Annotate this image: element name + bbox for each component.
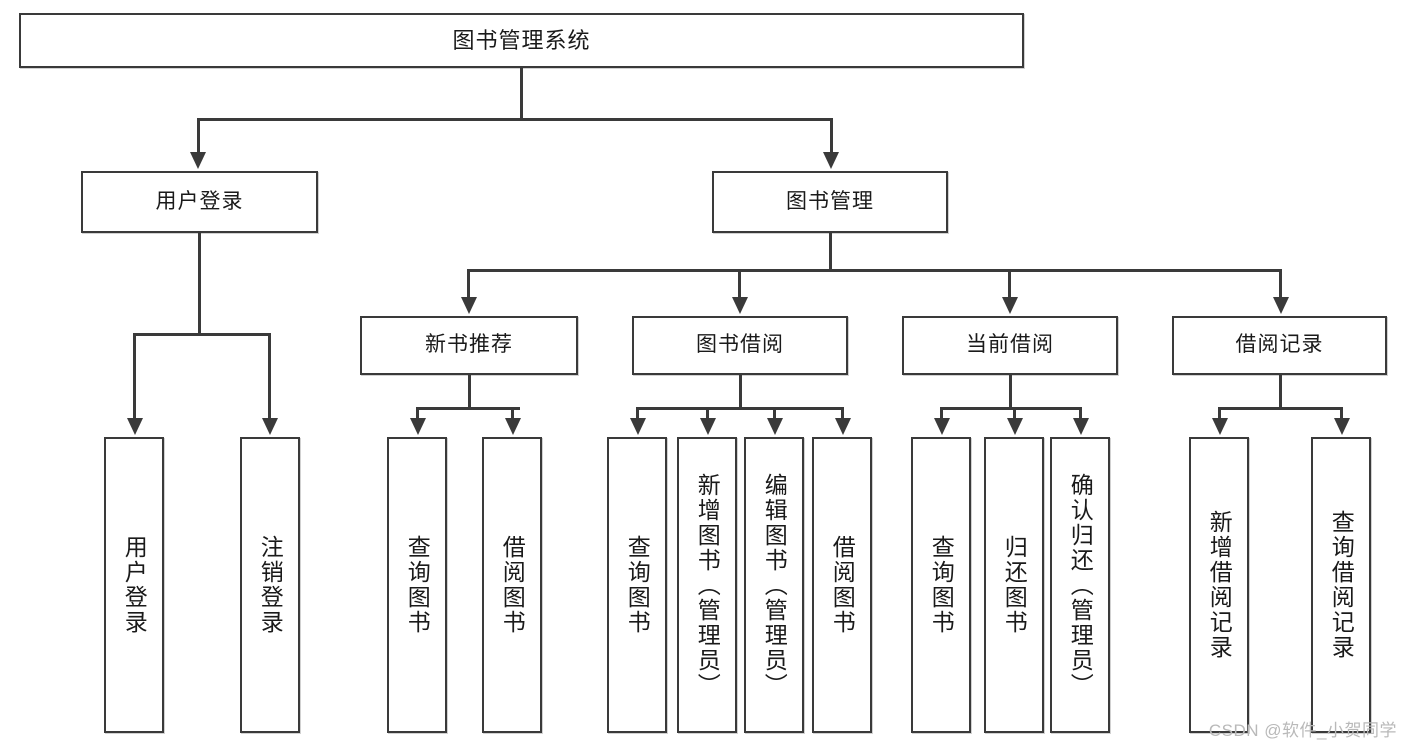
connector-login-stem <box>198 233 201 335</box>
node-root-label: 图书管理系统 <box>452 27 591 53</box>
connector-root-to-login <box>197 118 200 154</box>
arrowhead-borrowrecord-to-leaf1 <box>1212 418 1228 435</box>
node-book-management-label: 图书管理 <box>786 189 874 213</box>
node-new-book-recommend[interactable]: 新书推荐 <box>360 316 578 375</box>
connector-borrowrecord-stem <box>1279 375 1282 409</box>
leaf-user-login[interactable]: 用户登录 <box>104 437 164 733</box>
arrowhead-bookmgmt-to-new <box>461 297 477 314</box>
node-root[interactable]: 图书管理系统 <box>19 13 1024 68</box>
connector-newbook-stem <box>468 375 471 409</box>
leaf-borrow-book-new[interactable]: 借阅图书 <box>482 437 542 733</box>
leaf-query-book-borrow[interactable]: 查询图书 <box>607 437 667 733</box>
connector-newbook-bar <box>416 407 520 410</box>
arrowhead-bookborrow-to-leaf2 <box>700 418 716 435</box>
connector-bookborrow-to-leaf3 <box>773 407 776 420</box>
node-current-borrow[interactable]: 当前借阅 <box>902 316 1118 375</box>
arrowhead-newbook-to-leaf1 <box>410 418 426 435</box>
arrowhead-login-to-leaf2 <box>262 418 278 435</box>
leaf-add-book-admin-label: 新增图书（管理员） <box>694 472 721 698</box>
connector-root-stem <box>520 68 523 120</box>
leaf-return-book[interactable]: 归还图书 <box>984 437 1044 733</box>
node-book-borrow[interactable]: 图书借阅 <box>632 316 848 375</box>
leaf-return-book-label: 归还图书 <box>1001 535 1028 635</box>
connector-currentborrow-to-leaf3 <box>1079 407 1082 420</box>
connector-currentborrow-stem <box>1009 375 1012 409</box>
node-user-login[interactable]: 用户登录 <box>81 171 318 233</box>
arrowhead-currentborrow-to-leaf3 <box>1073 418 1089 435</box>
connector-borrowrecord-to-leaf1 <box>1218 407 1221 420</box>
arrowhead-newbook-to-leaf2 <box>505 418 521 435</box>
leaf-borrow-book[interactable]: 借阅图书 <box>812 437 872 733</box>
leaf-query-book-borrow-label: 查询图书 <box>624 535 651 635</box>
leaf-confirm-return-admin[interactable]: 确认归还（管理员） <box>1050 437 1110 733</box>
connector-bookmgmt-to-current <box>1008 269 1011 299</box>
node-book-borrow-label: 图书借阅 <box>696 333 784 357</box>
leaf-add-book-admin[interactable]: 新增图书（管理员） <box>677 437 737 733</box>
arrowhead-root-to-login <box>190 152 206 169</box>
arrowhead-bookmgmt-to-record <box>1273 297 1289 314</box>
leaf-add-borrow-record[interactable]: 新增借阅记录 <box>1189 437 1249 733</box>
connector-bookborrow-stem <box>739 375 742 409</box>
leaf-edit-book-admin[interactable]: 编辑图书（管理员） <box>744 437 804 733</box>
arrowhead-root-to-bookmgmt <box>823 152 839 169</box>
connector-bookmgmt-bar <box>467 269 1281 272</box>
node-book-management[interactable]: 图书管理 <box>712 171 948 233</box>
arrowhead-bookborrow-to-leaf1 <box>630 418 646 435</box>
leaf-add-borrow-record-label: 新增借阅记录 <box>1206 510 1233 660</box>
arrowhead-currentborrow-to-leaf2 <box>1007 418 1023 435</box>
arrowhead-currentborrow-to-leaf1 <box>934 418 950 435</box>
connector-bookmgmt-to-borrow <box>738 269 741 299</box>
leaf-query-book-current-label: 查询图书 <box>928 535 955 635</box>
arrowhead-bookmgmt-to-current <box>1002 297 1018 314</box>
arrowhead-bookmgmt-to-borrow <box>732 297 748 314</box>
leaf-user-login-label: 用户登录 <box>121 535 148 635</box>
node-borrow-record[interactable]: 借阅记录 <box>1172 316 1387 375</box>
leaf-query-borrow-record[interactable]: 查询借阅记录 <box>1311 437 1371 733</box>
connector-bookborrow-bar <box>636 407 842 410</box>
connector-currentborrow-to-leaf1 <box>940 407 943 420</box>
leaf-query-book-current[interactable]: 查询图书 <box>911 437 971 733</box>
connector-newbook-to-leaf2 <box>511 407 514 420</box>
connector-bookborrow-to-leaf1 <box>636 407 639 420</box>
node-new-book-recommend-label: 新书推荐 <box>425 333 513 357</box>
connector-borrowrecord-to-leaf2 <box>1340 407 1343 420</box>
connector-bookmgmt-stem <box>829 233 832 272</box>
node-current-borrow-label: 当前借阅 <box>966 333 1054 357</box>
connector-currentborrow-bar <box>940 407 1080 410</box>
connector-bookmgmt-to-new <box>467 269 470 299</box>
leaf-query-book-new-label: 查询图书 <box>404 535 431 635</box>
leaf-edit-book-admin-label: 编辑图书（管理员） <box>761 472 788 698</box>
leaf-logout[interactable]: 注销登录 <box>240 437 300 733</box>
connector-borrowrecord-bar <box>1218 407 1342 410</box>
connector-currentborrow-to-leaf2 <box>1013 407 1016 420</box>
connector-root-to-bookmgmt <box>830 118 833 154</box>
connector-root-bar <box>197 118 833 121</box>
node-borrow-record-label: 借阅记录 <box>1235 333 1324 357</box>
connector-login-bar <box>133 333 268 336</box>
leaf-confirm-return-admin-label: 确认归还（管理员） <box>1067 472 1094 698</box>
arrowhead-borrowrecord-to-leaf2 <box>1334 418 1350 435</box>
leaf-borrow-book-new-label: 借阅图书 <box>499 535 526 635</box>
arrowhead-bookborrow-to-leaf4 <box>835 418 851 435</box>
leaf-query-book-new[interactable]: 查询图书 <box>387 437 447 733</box>
leaf-query-borrow-record-label: 查询借阅记录 <box>1328 510 1355 660</box>
connector-bookborrow-to-leaf2 <box>706 407 709 420</box>
node-user-login-label: 用户登录 <box>155 189 244 213</box>
arrowhead-bookborrow-to-leaf3 <box>767 418 783 435</box>
connector-bookmgmt-to-record <box>1279 269 1282 299</box>
connector-newbook-to-leaf1 <box>416 407 419 420</box>
arrowhead-login-to-leaf1 <box>127 418 143 435</box>
leaf-logout-label: 注销登录 <box>257 535 284 635</box>
leaf-borrow-book-label: 借阅图书 <box>829 535 856 635</box>
connector-login-to-leaf2 <box>268 333 271 420</box>
connector-bookborrow-to-leaf4 <box>841 407 844 420</box>
connector-login-to-leaf1 <box>133 333 136 420</box>
